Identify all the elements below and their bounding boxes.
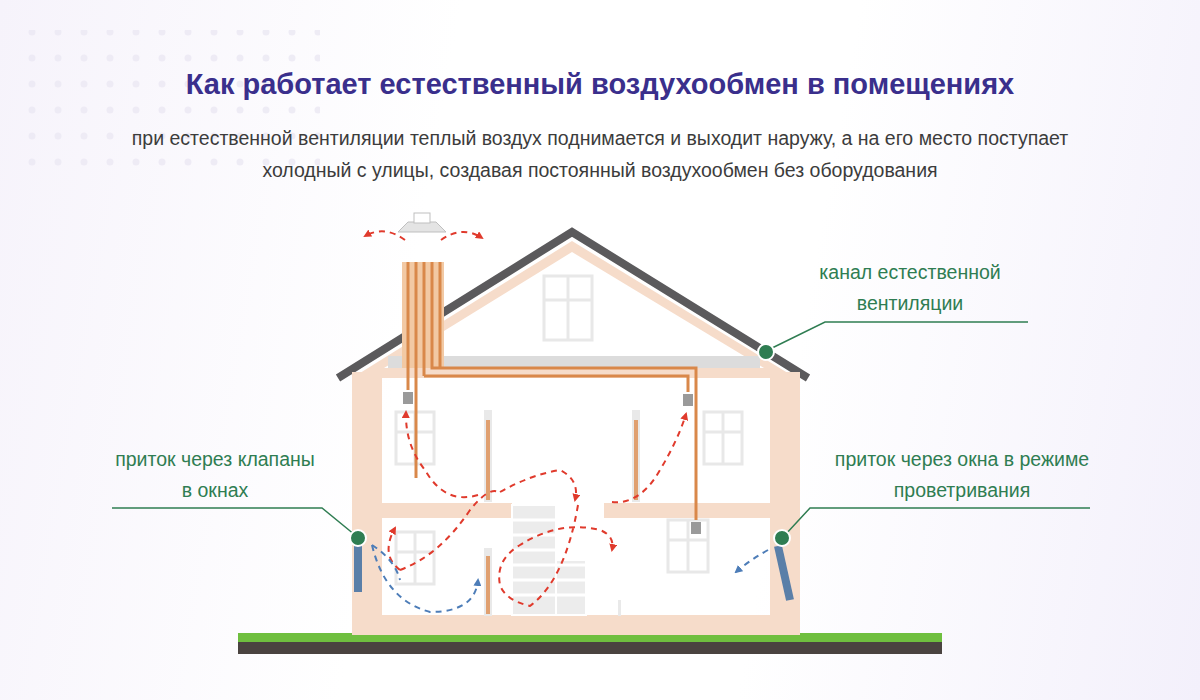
callout-label: приток через окна в режиме проветривания	[832, 444, 1092, 506]
floor-slab	[604, 503, 772, 518]
callout-label: канал естественной вентиляции	[790, 257, 1030, 319]
left-wall	[352, 372, 382, 622]
window	[396, 276, 742, 584]
diagram-title: Как работает естественный воздухообмен в…	[100, 68, 1100, 101]
dot-grid	[20, 30, 320, 180]
callout-dot	[350, 344, 790, 546]
vent-duct	[408, 262, 696, 520]
floor-slab	[380, 503, 512, 518]
gable-wall	[352, 241, 796, 378]
soil	[238, 642, 942, 654]
door	[484, 410, 640, 616]
right-wall	[770, 372, 800, 622]
callout-label: приток через клапаны в окнах	[110, 444, 320, 506]
cold-air-arrow	[372, 545, 768, 612]
warm-air-arrow	[365, 231, 686, 606]
leader-line	[112, 322, 1090, 535]
diagram-caption: при естественной вентиляции теплый возду…	[90, 122, 1110, 186]
attic-inner	[384, 252, 764, 368]
window-valve	[354, 540, 362, 592]
vent-grille	[403, 392, 701, 534]
open-window	[778, 546, 790, 600]
base-slab	[352, 615, 800, 635]
left-plinth	[352, 592, 380, 617]
